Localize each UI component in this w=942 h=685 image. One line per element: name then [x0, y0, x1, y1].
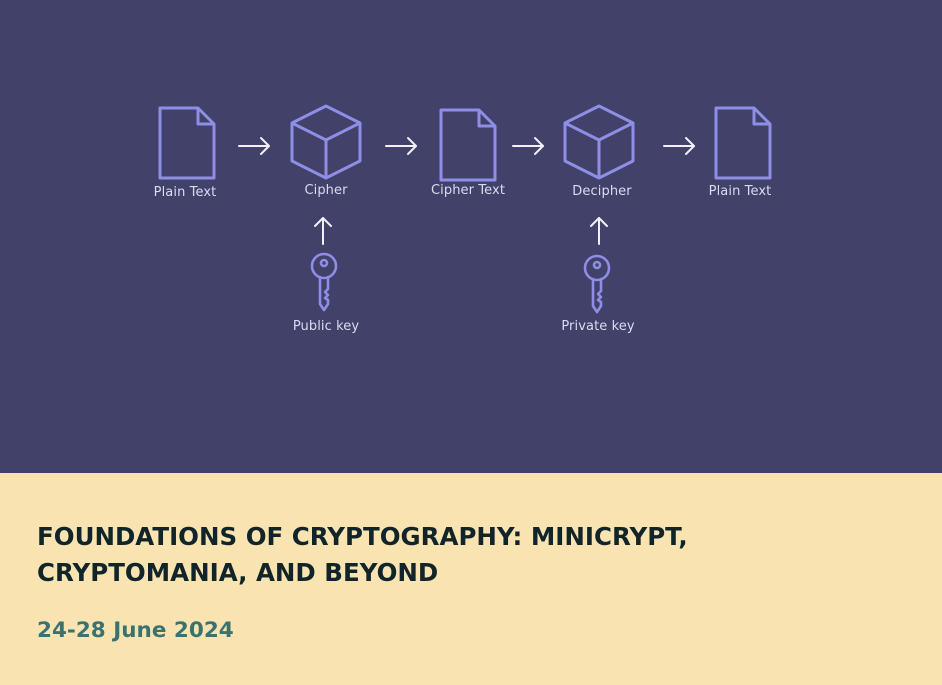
key-icon [310, 252, 338, 312]
arrow-right-icon [238, 137, 270, 155]
cube-icon [290, 104, 362, 180]
event-title: FOUNDATIONS OF CRYPTOGRAPHY: MINICRYPT, … [37, 522, 688, 587]
key-icon [583, 254, 611, 314]
event-dates: 24-28 June 2024 [37, 618, 234, 643]
stage-label-plain-text: Plain Text [708, 184, 772, 199]
arrow-up-icon [314, 217, 332, 245]
document-icon [439, 108, 497, 182]
arrow-up-icon [590, 217, 608, 245]
cube-icon [563, 104, 635, 180]
stage-label-cipher: Cipher [304, 183, 348, 198]
stage-label-plain-text: Plain Text [153, 185, 217, 200]
key-label-public: Public key [292, 319, 360, 334]
arrow-right-icon [663, 137, 695, 155]
key-label-private: Private key [561, 319, 635, 334]
arrow-right-icon [385, 137, 417, 155]
arrow-right-icon [512, 137, 544, 155]
hero-banner: Plain Text Cipher Cipher Text Decipher P… [122, 80, 822, 350]
stage-label-cipher-text: Cipher Text [430, 183, 506, 198]
diagram-graphics [158, 104, 772, 314]
document-icon [714, 106, 772, 180]
stage-label-decipher: Decipher [572, 184, 632, 199]
encryption-diagram: Plain Text Cipher Cipher Text Decipher P… [122, 80, 822, 350]
event-info-panel: FOUNDATIONS OF CRYPTOGRAPHY: MINICRYPT, … [0, 473, 942, 685]
document-icon [158, 106, 216, 180]
